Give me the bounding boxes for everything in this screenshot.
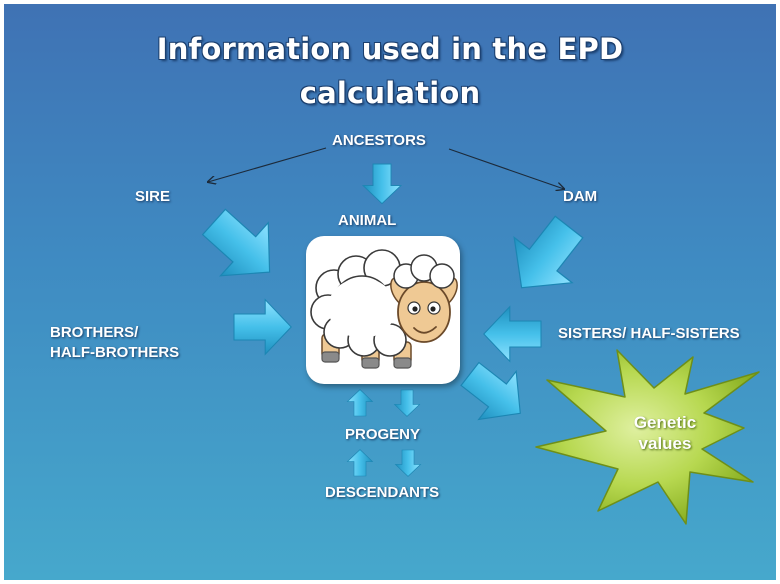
diagram-arrows	[201, 147, 760, 525]
descendants-label: DESCENDANTS	[325, 484, 440, 501]
genetic-values-arrow	[460, 361, 521, 421]
brothers-label-line-2: HALF-BROTHERS	[50, 344, 180, 361]
genetic-values-line-2: values	[638, 434, 692, 453]
brothers-label-line-1: BROTHERS/	[50, 324, 139, 341]
ancestors-down-arrow	[361, 163, 403, 205]
dam-arrow	[513, 215, 584, 289]
brothers-arrow	[233, 298, 292, 356]
progeny-up-arrow	[346, 389, 374, 417]
sire-label: SIRE	[135, 188, 171, 205]
ancestors-to-dam-line	[448, 148, 564, 189]
genetic-values-text: Genetic values	[600, 412, 730, 454]
animal-label: ANIMAL	[338, 212, 397, 229]
genetic-values-burst	[535, 349, 760, 525]
ancestors-to-sire-line	[208, 147, 327, 182]
dam-label: DAM	[563, 188, 598, 205]
genetic-values-line-1: Genetic	[633, 413, 697, 432]
sheep-icon	[310, 249, 458, 369]
descendants-up-arrow	[346, 449, 374, 477]
descendants-down-arrow	[394, 449, 422, 477]
sire-arrow	[201, 208, 271, 277]
slide: Information used in the EPD calculation	[4, 4, 776, 580]
ancestors-label: ANCESTORS	[332, 132, 426, 149]
title-line-1: Information used in the EPD	[156, 32, 624, 66]
title-line-2: calculation	[299, 76, 481, 110]
progeny-label: PROGENY	[345, 426, 421, 443]
sisters-arrow	[483, 305, 542, 363]
progeny-down-arrow	[393, 389, 421, 417]
sisters-label: SISTERS/ HALF-SISTERS	[558, 325, 740, 342]
animal-box	[306, 236, 460, 384]
